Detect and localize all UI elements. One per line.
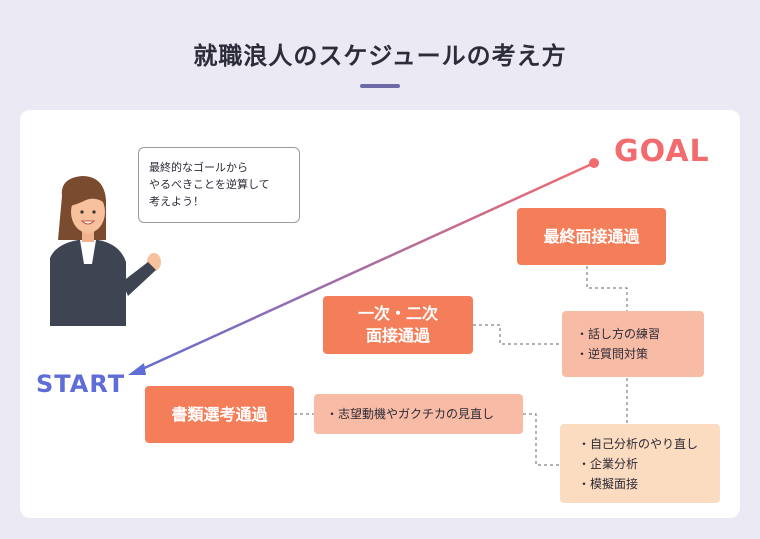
- connector-final-speaking: [586, 266, 628, 312]
- progress-arrow-line: [139, 161, 595, 372]
- step-final-interview: 最終面接通過: [517, 208, 666, 265]
- speech-bubble: 最終的なゴールから やるべきことを逆算して 考えよう！: [138, 147, 300, 223]
- goal-label: GOAL: [614, 134, 710, 169]
- step-document-screening: 書類選考通過: [145, 386, 294, 443]
- step-first-second-interview: 一次・二次 面接通過: [323, 296, 473, 354]
- task-motivation-review: ・志望動機やガクチカの見直し: [314, 394, 523, 434]
- connector-firstsecond-speaking: [473, 324, 562, 345]
- page-title: 就職浪人のスケジュールの考え方: [193, 42, 567, 70]
- task-speaking-practice: ・話し方の練習 ・逆質問対策: [562, 311, 704, 377]
- start-arrowhead: [128, 363, 146, 375]
- title-underline: [360, 84, 400, 88]
- start-label: START: [36, 370, 126, 398]
- task-self-analysis: ・自己分析のやり直し ・企業分析 ・模擬面接: [560, 424, 720, 503]
- goal-dot: [589, 158, 599, 168]
- connector-motivation-analysis: [523, 413, 560, 466]
